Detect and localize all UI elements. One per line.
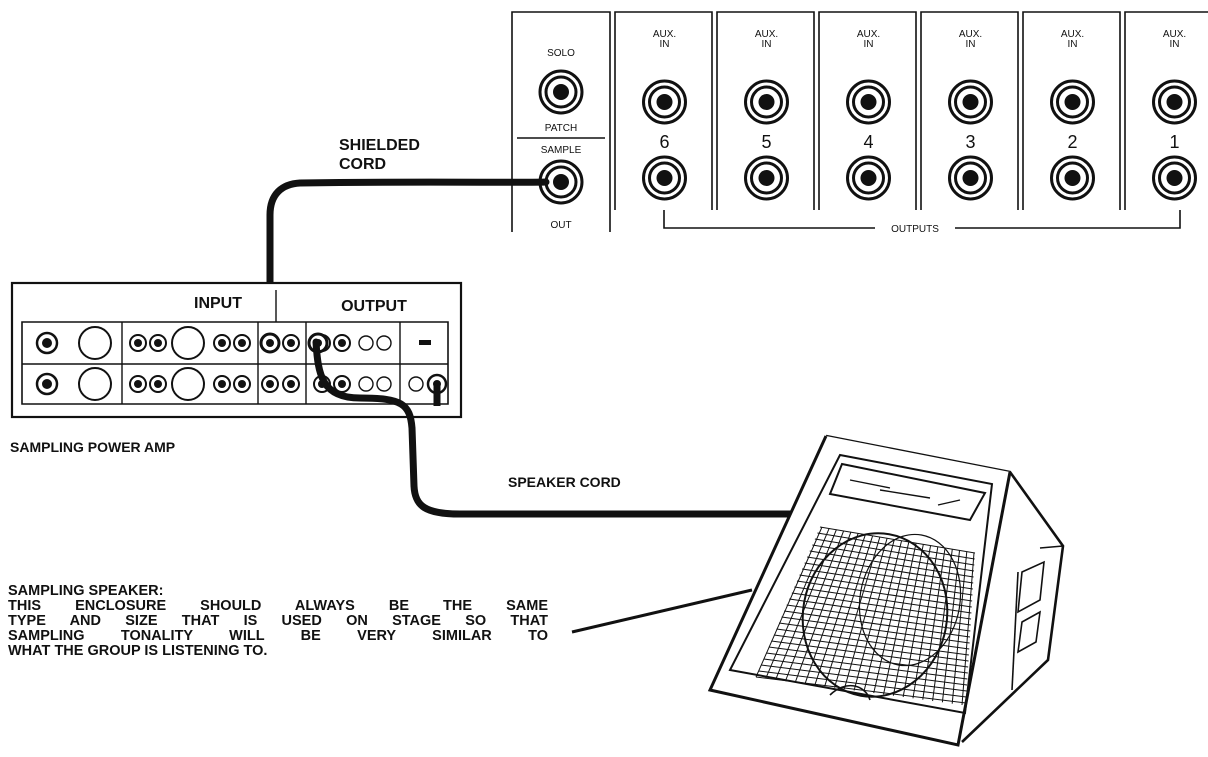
channel-number: 3 (965, 132, 975, 152)
empty-socket-icon (376, 376, 392, 392)
sampling-power-amp-label: SAMPLING POWER AMP (10, 439, 175, 455)
output-jack[interactable] (1050, 155, 1095, 201)
output-jack[interactable] (846, 155, 891, 201)
note-pointer-line (571, 588, 753, 634)
amp-channel-row (35, 367, 392, 401)
sampling-speaker-note: SAMPLING SPEAKER: THIS ENCLOSURE SHOULD … (8, 584, 548, 659)
amp-jack-icon[interactable] (282, 375, 300, 393)
amp-input-label: INPUT (194, 295, 242, 312)
note-line: SAMPLING TONALITY WILL BE VERY SIMILAR T… (8, 628, 548, 644)
output-jack[interactable] (948, 155, 993, 201)
aux-in-jack[interactable] (948, 79, 993, 125)
shielded-cord-label: SHIELDED CORD (339, 137, 424, 173)
empty-socket-icon (408, 376, 424, 392)
output-jack[interactable] (642, 155, 687, 201)
output-jack[interactable] (1152, 155, 1197, 201)
speaker-cord (312, 338, 804, 518)
level-knob[interactable] (171, 367, 205, 401)
empty-socket-icon (358, 335, 374, 351)
channel-number: 6 (659, 132, 669, 152)
level-knob[interactable] (171, 326, 205, 360)
amp-jack-icon[interactable] (261, 375, 279, 393)
aux-in-label: AUX.IN (1061, 29, 1084, 50)
channel-panel (920, 11, 1019, 210)
out-label: OUT (550, 220, 571, 231)
amp-jack-icon[interactable] (213, 375, 231, 393)
speaker-cord-label: SPEAKER CORD (508, 474, 621, 490)
amp-jack-icon[interactable] (233, 334, 251, 352)
aux-in-label: AUX.IN (1163, 29, 1186, 50)
amp-jack-icon[interactable] (333, 375, 351, 393)
sample-out-jack[interactable] (538, 159, 584, 205)
channel-number: 4 (863, 132, 873, 152)
aux-in-label: AUX.IN (755, 29, 778, 50)
level-knob[interactable] (78, 367, 112, 401)
aux-in-label: AUX.IN (653, 29, 676, 50)
outputs-label: OUTPUTS (891, 224, 939, 235)
note-line: TYPE AND SIZE THAT IS USED ON STAGE SO T… (8, 613, 548, 629)
channel-number: 1 (1169, 132, 1179, 152)
sampling-power-amp (10, 281, 463, 419)
outputs-bracket (663, 210, 1181, 229)
patch-label: PATCH (545, 123, 577, 134)
patch-bay (511, 11, 1208, 232)
note-line: WHAT THE GROUP IS LISTENING TO. (8, 643, 268, 659)
amp-jack-icon[interactable] (149, 334, 167, 352)
channel-number: 2 (1067, 132, 1077, 152)
note-line: THIS ENCLOSURE SHOULD ALWAYS BE THE SAME (8, 598, 548, 614)
channel-panel (1022, 11, 1121, 210)
channel-panel (614, 11, 713, 210)
sample-label: SAMPLE (541, 145, 582, 156)
speaker-grille (755, 526, 976, 706)
level-knob[interactable] (78, 326, 112, 360)
amp-jack-icon[interactable] (333, 334, 351, 352)
empty-socket-icon (358, 376, 374, 392)
channel-panel (818, 11, 917, 210)
amp-jack-icon[interactable] (282, 334, 300, 352)
solo-sample-panel (511, 11, 611, 232)
aux-in-jack[interactable] (642, 79, 687, 125)
amp-jack-icon[interactable] (129, 375, 147, 393)
amp-jack-icon[interactable] (129, 334, 147, 352)
aux-in-label: AUX.IN (959, 29, 982, 50)
aux-in-jack[interactable] (1050, 79, 1095, 125)
solo-jack[interactable] (538, 69, 584, 115)
xlr-input-icon[interactable] (35, 372, 59, 396)
aux-in-label: AUX.IN (857, 29, 880, 50)
amp-output-label: OUTPUT (341, 298, 407, 315)
amp-jack-icon[interactable] (213, 334, 231, 352)
sampling-speaker (707, 434, 1065, 747)
aux-in-jack[interactable] (846, 79, 891, 125)
channel-panel (1124, 11, 1208, 210)
channel-panel (716, 11, 815, 210)
solo-label: SOLO (547, 48, 575, 59)
aux-in-jack[interactable] (744, 79, 789, 125)
aux-in-jack[interactable] (1152, 79, 1197, 125)
amp-jack-icon[interactable] (233, 375, 251, 393)
shielded-cord (266, 178, 550, 344)
empty-socket-icon (376, 335, 392, 351)
input-plug-icon (259, 332, 281, 354)
amp-jack-icon[interactable] (149, 375, 167, 393)
note-heading: SAMPLING SPEAKER: (8, 583, 164, 599)
channel-number: 5 (761, 132, 771, 152)
xlr-input-icon[interactable] (35, 331, 59, 355)
output-jack[interactable] (744, 155, 789, 201)
